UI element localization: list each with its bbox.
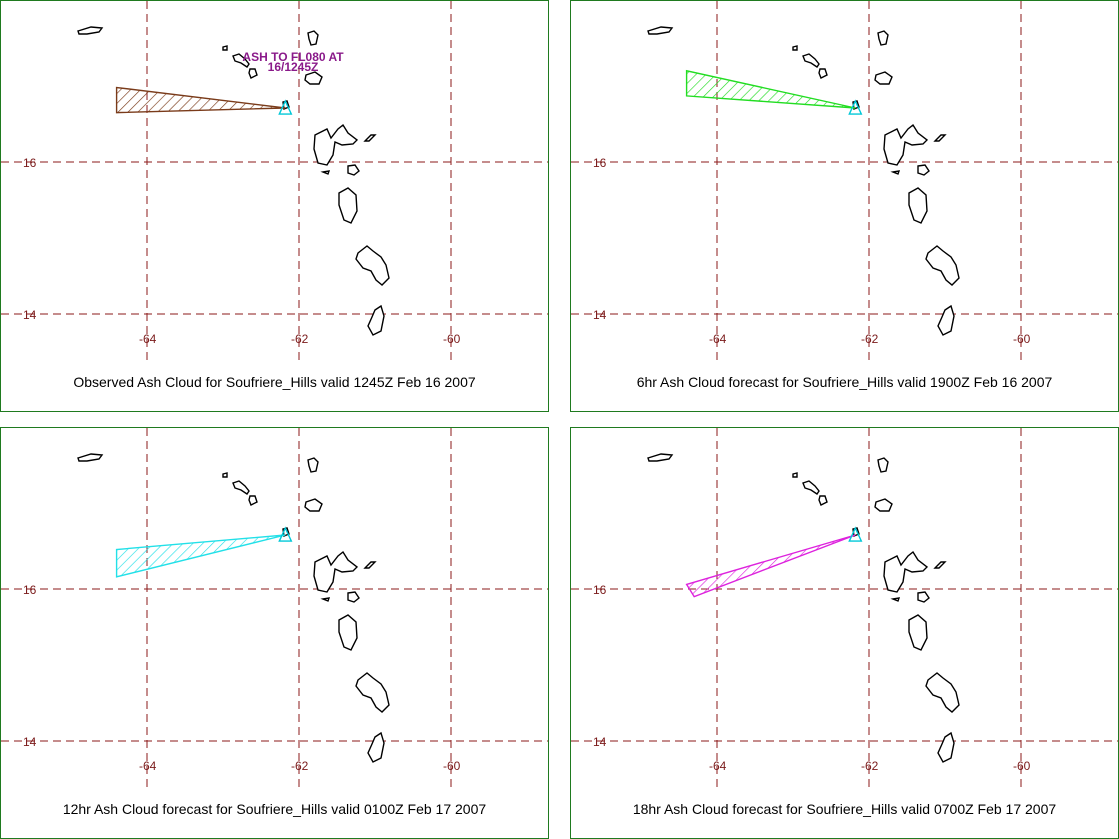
longitude-tick-label: -62: [291, 332, 309, 346]
latitude-tick-label: 16: [23, 156, 37, 170]
ash-cloud-polygon: [685, 534, 856, 598]
island-guadeloupe: [883, 550, 929, 593]
island-nevis: [818, 68, 828, 79]
island-anguilla: [647, 26, 674, 35]
island-marie-galante: [347, 591, 360, 603]
ash-altitude-annotation: ASH TO FL080 AT: [242, 50, 344, 64]
longitude-tick-label: -62: [861, 332, 879, 346]
island-st-lucia: [367, 731, 385, 763]
volcano-icon: [848, 526, 863, 542]
island-desirade: [363, 561, 377, 569]
island-st-lucia: [937, 304, 955, 336]
island-marie-galante: [347, 164, 360, 176]
latitude-tick-label: 14: [593, 735, 607, 749]
island-desirade: [363, 134, 377, 142]
latitude-tick-label: 14: [23, 308, 37, 322]
ash-cloud-polygon: [685, 69, 856, 109]
island-dominica: [338, 614, 358, 651]
longitude-tick-label: -64: [709, 759, 727, 773]
island-guadeloupe: [883, 123, 929, 166]
island-anguilla: [77, 26, 104, 35]
longitude-tick-label: -62: [291, 759, 309, 773]
island-dominica: [338, 187, 358, 224]
island-martinique: [355, 672, 390, 713]
island-st-lucia: [367, 304, 385, 336]
island-antigua: [874, 71, 893, 85]
island-st-kitts: [232, 53, 250, 68]
island-saba: [222, 45, 228, 51]
island-les-saintes: [890, 597, 901, 602]
island-st-lucia: [937, 731, 955, 763]
longitude-tick-label: -60: [443, 759, 461, 773]
island-barbuda: [877, 30, 889, 46]
longitude-tick-label: -64: [139, 759, 157, 773]
ash-cloud-polygon: [115, 86, 286, 114]
panel-18hr-forecast: -64 -62 -60 16 14 18hr Ash Cloud forecast fo…: [570, 427, 1119, 839]
ash-altitude-annotation: 16/1245Z: [268, 60, 319, 74]
map-18hr: -64 -62 -60 16 14: [571, 428, 1118, 790]
island-nevis: [248, 495, 258, 506]
island-martinique: [925, 672, 960, 713]
latitude-tick-label: 14: [593, 308, 607, 322]
island-marie-galante: [917, 591, 930, 603]
volcano-icon: [278, 99, 293, 115]
latitude-tick-label: 16: [593, 583, 607, 597]
latitude-tick-label: 14: [23, 735, 37, 749]
volcano-icon: [848, 99, 863, 115]
island-antigua: [304, 498, 323, 512]
map-12hr: -64 -62 -60 16 14: [1, 428, 548, 790]
island-marie-galante: [917, 164, 930, 176]
island-st-kitts: [802, 53, 820, 68]
island-nevis: [248, 68, 258, 79]
longitude-tick-label: -64: [709, 332, 727, 346]
panel-caption: Observed Ash Cloud for Soufriere_Hills v…: [73, 374, 476, 390]
ash-cloud-polygon: [115, 534, 286, 578]
island-antigua: [304, 71, 323, 85]
island-martinique: [355, 245, 390, 286]
longitude-tick-label: -64: [139, 332, 157, 346]
latitude-tick-label: 16: [593, 156, 607, 170]
panel-caption: 18hr Ash Cloud forecast for Soufriere_Hi…: [632, 801, 1057, 817]
island-dominica: [908, 614, 928, 651]
island-les-saintes: [320, 597, 331, 602]
island-saba: [792, 472, 798, 478]
island-dominica: [908, 187, 928, 224]
latitude-tick-label: 16: [23, 583, 37, 597]
volcano-icon: [278, 526, 293, 542]
longitude-tick-label: -62: [861, 759, 879, 773]
island-saba: [792, 45, 798, 51]
island-barbuda: [307, 30, 319, 46]
longitude-tick-label: -60: [1013, 332, 1031, 346]
panel-6hr-forecast: -64 -62 -60 16 14 6hr Ash Cloud forecast for…: [570, 0, 1119, 412]
island-les-saintes: [320, 170, 331, 175]
longitude-tick-label: -60: [1013, 759, 1031, 773]
island-les-saintes: [890, 170, 901, 175]
island-barbuda: [877, 457, 889, 473]
island-nevis: [818, 495, 828, 506]
map-6hr: -64 -62 -60 16 14: [571, 1, 1118, 363]
island-guadeloupe: [313, 550, 359, 593]
island-desirade: [933, 561, 947, 569]
island-st-kitts: [232, 480, 250, 495]
longitude-tick-label: -60: [443, 332, 461, 346]
island-saba: [222, 472, 228, 478]
island-anguilla: [647, 453, 674, 462]
island-desirade: [933, 134, 947, 142]
island-guadeloupe: [313, 123, 359, 166]
island-st-kitts: [802, 480, 820, 495]
panel-caption: 12hr Ash Cloud forecast for Soufriere_Hi…: [62, 801, 487, 817]
island-antigua: [874, 498, 893, 512]
island-anguilla: [77, 453, 104, 462]
island-barbuda: [307, 457, 319, 473]
panel-caption: 6hr Ash Cloud forecast for Soufriere_Hil…: [636, 374, 1053, 390]
panel-12hr-forecast: -64 -62 -60 16 14 12hr Ash Cloud forecast fo…: [0, 427, 549, 839]
island-martinique: [925, 245, 960, 286]
